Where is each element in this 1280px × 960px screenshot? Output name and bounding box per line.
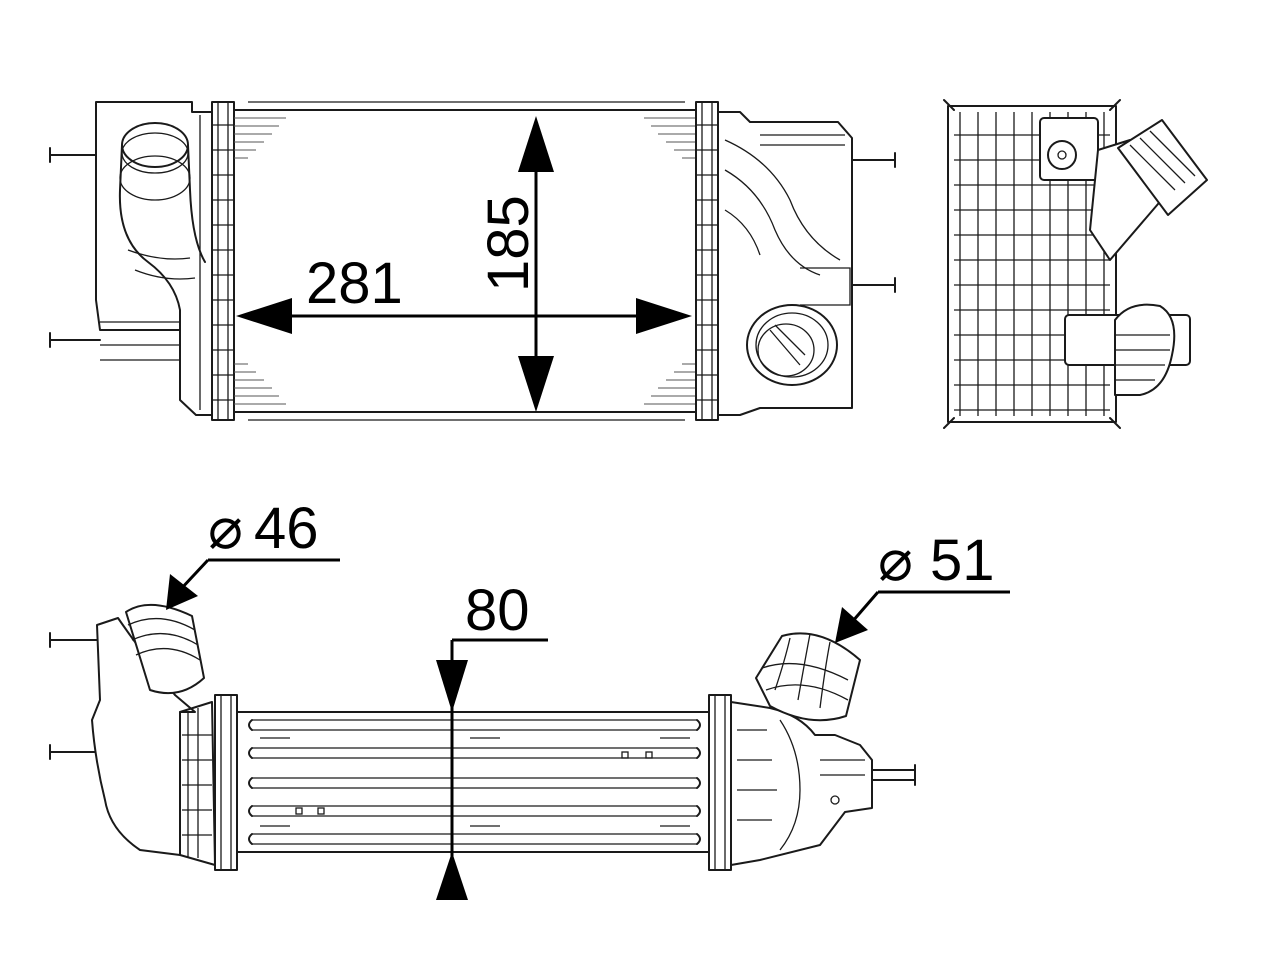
front-view <box>49 101 896 421</box>
side-view-grid <box>954 112 1110 416</box>
fin-hatching-right <box>644 117 696 405</box>
inlet-diameter-label: 46 <box>254 496 319 561</box>
height-dimension-label: 185 <box>476 195 541 292</box>
bottom-left-header <box>214 694 238 871</box>
left-header-plate <box>211 101 235 421</box>
bottom-right-header <box>708 694 732 871</box>
inlet-diameter-symbol: ⌀ <box>208 496 243 561</box>
outlet-diameter-symbol: ⌀ <box>878 528 913 593</box>
depth-dimension: 80 <box>436 578 548 900</box>
right-header-plate <box>695 101 719 421</box>
right-tank <box>717 111 896 416</box>
bottom-left-tank <box>49 603 216 866</box>
left-tank <box>49 101 213 416</box>
outlet-diameter-label: 51 <box>930 528 995 593</box>
side-view <box>943 99 1208 429</box>
side-view-lower-pipe <box>1064 303 1191 396</box>
inlet-diameter-callout: ⌀ 46 <box>166 496 340 610</box>
width-dimension: 281 <box>236 251 692 334</box>
depth-dimension-label: 80 <box>465 578 530 643</box>
width-dimension-label: 281 <box>306 251 403 316</box>
core <box>233 101 697 421</box>
bottom-core-tubes <box>236 711 710 853</box>
outlet-diameter-callout: ⌀ 51 <box>835 528 1010 643</box>
bottom-view <box>49 603 916 871</box>
side-view-upper-pipe <box>1039 117 1208 261</box>
bottom-right-tank <box>730 632 916 866</box>
fin-hatching-left <box>234 117 286 405</box>
height-dimension: 185 <box>476 116 554 412</box>
